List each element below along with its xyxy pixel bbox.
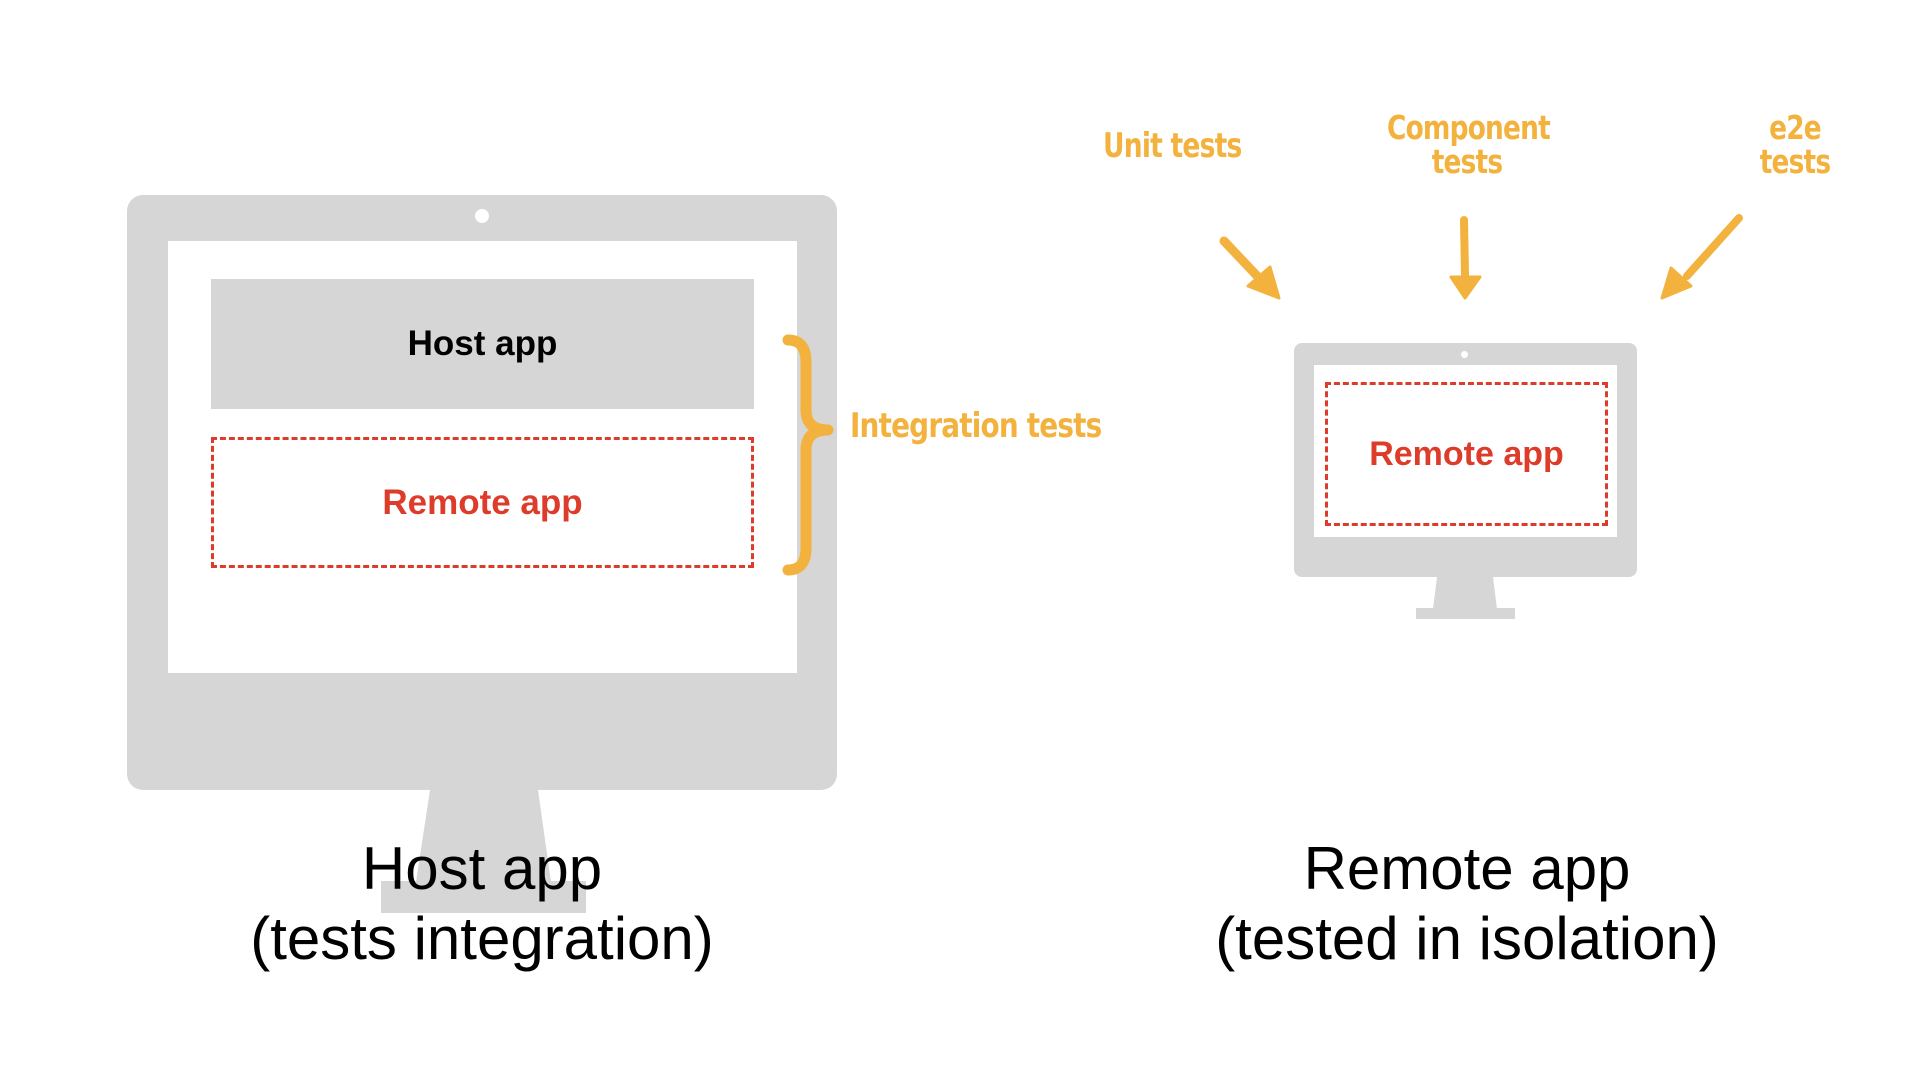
remote-app-box: Remote app <box>1325 382 1608 526</box>
arrow-icon <box>1219 236 1281 300</box>
e2e-tests-label: e2e tests <box>1725 111 1865 179</box>
component-tests-label: Component tests <box>1367 111 1567 179</box>
unit-tests-label: Unit tests <box>1103 126 1242 166</box>
host-app-box-label: Host app <box>407 324 558 363</box>
e2e-tests-line2: tests <box>1759 142 1831 181</box>
remote-monitor-screen <box>1314 365 1617 537</box>
host-app-box: Host app <box>211 279 754 409</box>
camera-dot-icon <box>1461 351 1468 358</box>
e2e-tests-line1: e2e <box>1769 108 1822 147</box>
remote-app-caption-title: Remote app <box>1303 835 1631 902</box>
remote-app-box-label: Remote app <box>382 482 583 522</box>
camera-dot-icon <box>475 209 489 223</box>
remote-app-caption-subtitle: (tested in isolation) <box>1215 905 1719 972</box>
remote-monitor-neck <box>1433 577 1497 609</box>
remote-monitor-base <box>1416 608 1515 619</box>
component-tests-line1: Component <box>1387 108 1551 147</box>
host-app-caption-title: Host app <box>361 835 603 902</box>
host-app-caption: Host app (tests integration) <box>182 834 782 974</box>
host-app-caption-subtitle: (tests integration) <box>250 905 714 972</box>
remote-app-box-in-host: Remote app <box>211 437 754 568</box>
remote-app-caption: Remote app (tested in isolation) <box>1167 834 1767 974</box>
arrow-icon <box>1660 214 1743 300</box>
remote-app-box-label: Remote app <box>1369 434 1564 473</box>
arrow-icon <box>1449 216 1482 300</box>
integration-tests-label: Integration tests <box>850 406 1102 446</box>
component-tests-line2: tests <box>1431 142 1503 181</box>
